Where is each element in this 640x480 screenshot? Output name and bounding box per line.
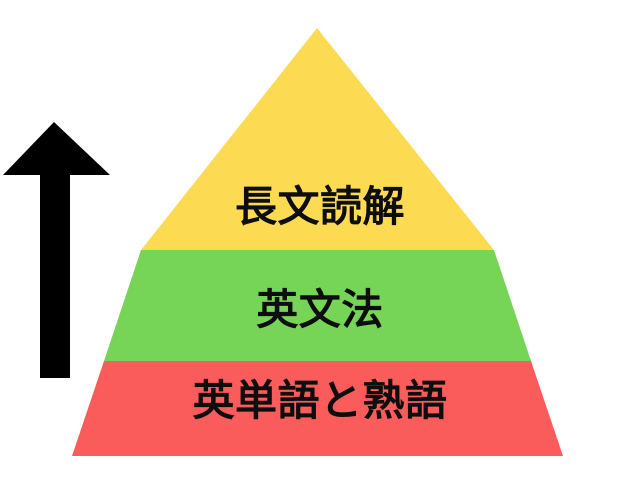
- pyramid-tier-middle-label: 英文法: [256, 285, 384, 334]
- pyramid-tier-bottom[interactable]: [72, 361, 563, 456]
- pyramid-tier-middle[interactable]: [104, 250, 531, 361]
- pyramid-tier-top-label: 長文読解: [234, 182, 405, 231]
- up-arrow-icon: [3, 122, 110, 378]
- pyramid-tier-bottom-label: 英単語と熟語: [192, 376, 448, 425]
- pyramid-tier-top[interactable]: [141, 28, 494, 250]
